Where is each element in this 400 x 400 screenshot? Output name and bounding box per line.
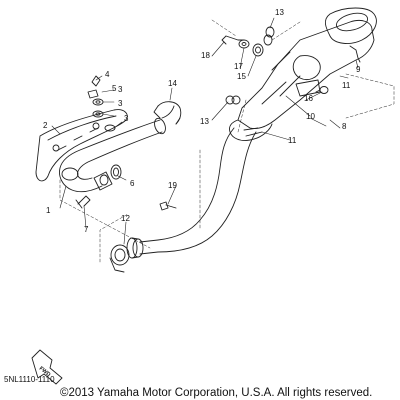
leader-lines	[51, 17, 359, 245]
callout-9: 9	[356, 65, 361, 74]
callout-13-lower: 13	[200, 117, 209, 126]
callout-12: 12	[121, 214, 130, 223]
exhaust-pipe-front	[59, 117, 166, 193]
callout-8: 8	[342, 122, 347, 131]
callout-15: 15	[237, 72, 246, 81]
callout-19: 19	[168, 181, 177, 190]
callout-11-upper: 11	[342, 81, 351, 90]
callout-14: 14	[168, 79, 177, 88]
callout-2: 2	[43, 121, 48, 130]
part-code: 5NL1110-1110	[4, 375, 55, 384]
fwd-arrow-icon	[31, 349, 63, 385]
pipe-clamp	[153, 101, 182, 125]
callout-3-middle: 3	[118, 99, 123, 108]
copyright-notice: ©2013 Yamaha Motor Corporation, U.S.A. A…	[60, 387, 373, 399]
exhaust-pipe-rear	[109, 127, 257, 273]
callout-4: 4	[105, 70, 110, 79]
callout-6: 6	[130, 179, 135, 188]
callout-5: 5	[112, 84, 117, 93]
callout-17: 17	[234, 62, 243, 71]
callout-1: 1	[46, 206, 51, 215]
muffler-body	[229, 7, 377, 141]
dashed-guides	[59, 19, 395, 263]
callout-16: 16	[304, 94, 313, 103]
hardware	[75, 26, 361, 211]
callout-3-upper: 3	[118, 85, 123, 94]
callout-7: 7	[84, 225, 89, 234]
callout-10: 10	[306, 112, 315, 121]
callout-13-upper: 13	[275, 8, 284, 17]
callout-11-lower: 11	[288, 136, 297, 145]
callout-labels: 1 2 3 3 3 4 5 6 7 8 9 10 11 11 12 13 13 …	[38, 8, 361, 378]
callout-3-lower: 3	[124, 114, 129, 123]
callout-18: 18	[201, 51, 210, 60]
